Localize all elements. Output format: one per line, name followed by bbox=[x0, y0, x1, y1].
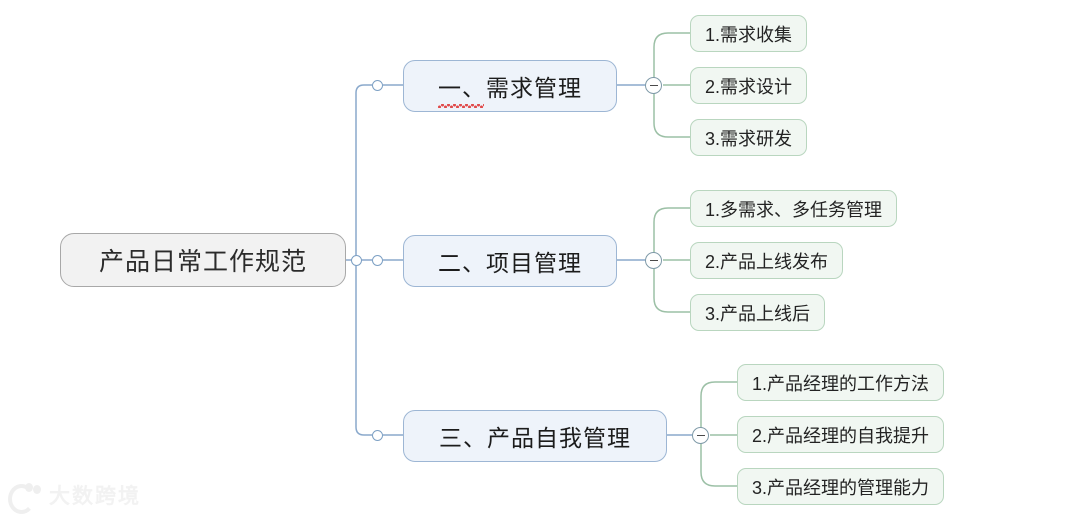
branch-3-title: 产品自我管理 bbox=[487, 425, 631, 451]
root-connector-dot[interactable] bbox=[351, 255, 362, 266]
leaf-node-2-1[interactable]: 1.多需求、多任务管理 bbox=[690, 190, 898, 227]
leaf-node-2-3[interactable]: 3.产品上线后 bbox=[690, 294, 826, 331]
branch-3-connector-dot[interactable] bbox=[372, 430, 383, 441]
leaf-1-3-label: 3.需求研发 bbox=[705, 128, 793, 149]
leaf-node-3-2[interactable]: 2.产品经理的自我提升 bbox=[737, 416, 945, 453]
leaf-3-1-label: 1.产品经理的工作方法 bbox=[752, 373, 930, 394]
branch-3-collapse-toggle[interactable] bbox=[692, 427, 709, 444]
branch-1-title: 需求管理 bbox=[486, 75, 582, 101]
leaf-1-2-label: 2.需求设计 bbox=[705, 76, 793, 97]
leaf-node-1-1[interactable]: 1.需求收集 bbox=[690, 15, 808, 52]
branch-1-collapse-toggle[interactable] bbox=[645, 77, 662, 94]
minus-icon bbox=[696, 434, 705, 437]
leaf-node-3-3[interactable]: 3.产品经理的管理能力 bbox=[737, 468, 945, 505]
watermark: 大数跨境 bbox=[8, 480, 141, 514]
leaf-node-1-3[interactable]: 3.需求研发 bbox=[690, 119, 808, 156]
branch-1-connector-dot[interactable] bbox=[372, 80, 383, 91]
leaf-node-3-1[interactable]: 1.产品经理的工作方法 bbox=[737, 364, 945, 401]
leaf-3-3-label: 3.产品经理的管理能力 bbox=[752, 477, 930, 498]
branch-3-ordinal: 三、 bbox=[439, 425, 487, 451]
leaf-2-1-label: 1.多需求、多任务管理 bbox=[705, 199, 883, 220]
leaf-node-2-2[interactable]: 2.产品上线发布 bbox=[690, 242, 844, 279]
branch-2-ordinal: 二、 bbox=[438, 250, 486, 276]
branch-2-collapse-toggle[interactable] bbox=[645, 252, 662, 269]
branch-node-2[interactable]: 二、 项目管理 bbox=[403, 235, 617, 287]
root-node-label: 产品日常工作规范 bbox=[98, 248, 307, 276]
leaf-2-3-label: 3.产品上线后 bbox=[705, 303, 811, 324]
branch-node-1[interactable]: 一、 需求管理 bbox=[403, 60, 617, 112]
leaf-node-1-2[interactable]: 2.需求设计 bbox=[690, 67, 808, 104]
root-node[interactable]: 产品日常工作规范 bbox=[60, 233, 346, 287]
branch-node-3[interactable]: 三、 产品自我管理 bbox=[403, 410, 667, 462]
leaf-3-2-label: 2.产品经理的自我提升 bbox=[752, 425, 930, 446]
minus-icon bbox=[649, 84, 658, 87]
watermark-text: 大数跨境 bbox=[49, 485, 141, 508]
minus-icon bbox=[649, 259, 658, 262]
branch-2-title: 项目管理 bbox=[486, 250, 582, 276]
brand-logo-icon bbox=[8, 482, 42, 514]
branch-1-ordinal: 一、 bbox=[438, 69, 486, 108]
leaf-1-1-label: 1.需求收集 bbox=[705, 24, 793, 45]
branch-2-connector-dot[interactable] bbox=[372, 255, 383, 266]
leaf-2-2-label: 2.产品上线发布 bbox=[705, 251, 829, 272]
